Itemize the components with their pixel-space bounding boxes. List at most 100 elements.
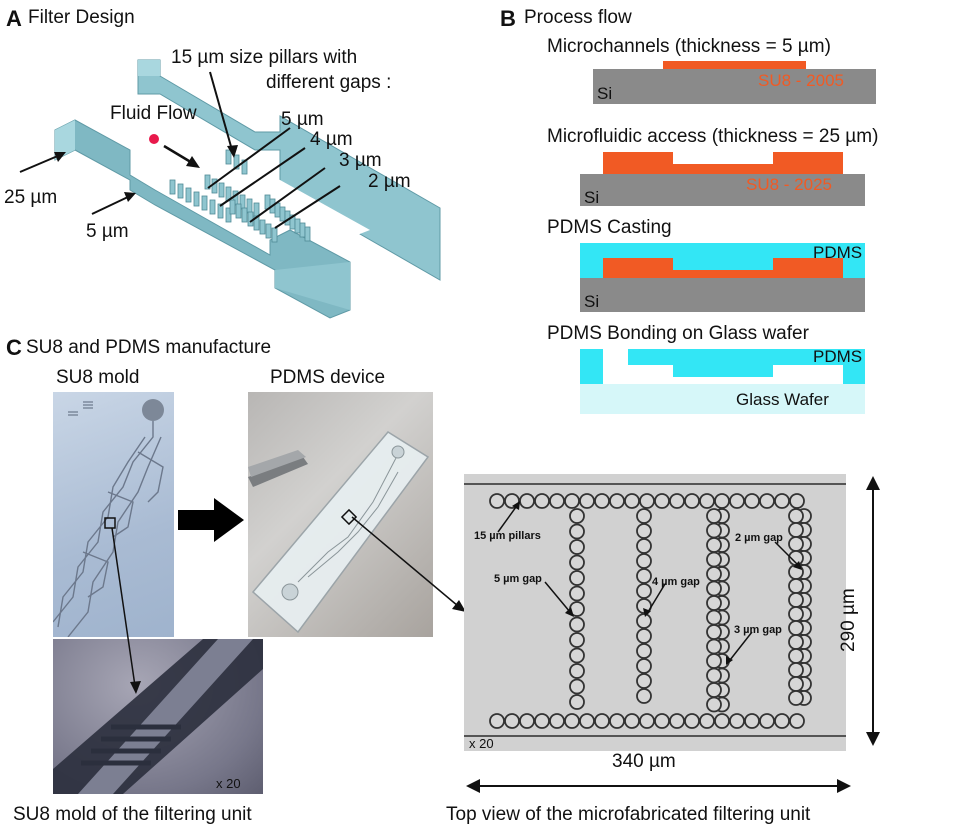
pillar-col-3um-b [706,653,722,669]
pillar-bottom [519,713,535,729]
gap2-pointer [274,185,341,229]
pillar-top [789,493,805,509]
pillar-top [684,493,700,509]
pillar-bottom [789,713,805,729]
step2-si-substrate [580,174,865,206]
step1-si-label: Si [597,84,613,103]
pillar-bottom [759,713,775,729]
pillar-col-3um-b [706,667,722,684]
pillar-top [744,493,760,509]
pillar-top [624,493,640,509]
su8-zoom-photo [53,639,263,794]
gap2-annotation: 2 µm gap [735,532,783,544]
pillar-col-5um [569,508,585,524]
pillar-bottom [534,713,550,729]
pillar-col-3um-b [706,595,722,611]
pillar-bottom [744,713,760,729]
step4-pdms-right [843,349,865,384]
pillar-col-3um-b [706,609,722,626]
front-wall-end [275,262,350,310]
step1-label: Microchannels (thickness = 5 µm) [547,36,831,57]
back-wall [137,59,441,281]
step1-su8-label: SU8 - 2005 [758,71,844,90]
panel-b-title: Process flow [524,7,632,28]
pillars-label-line2: different gaps : [266,72,392,93]
step1-su8-layer [663,61,806,69]
pillar-col-2um-b [788,536,804,552]
pillar-col-2um-b [788,564,804,580]
pillar-col-4um [636,538,652,554]
caption-su8-mold: SU8 mold of the filtering unit [13,804,252,825]
pillar-col-2um-b [788,578,804,594]
pillar-col-5um [569,663,585,679]
pillar-top [534,493,550,509]
step4-pdms-left [580,349,603,384]
step3-su8-channel [603,270,843,278]
height5-pointer [91,195,131,215]
pillar-col-3um-b [706,566,722,582]
pillar-col-3um-b [706,537,722,553]
pillar-top [609,493,625,509]
pillar-bottom [729,713,745,729]
pillar-top [699,493,715,509]
gap3-pointer [249,167,326,223]
pillar-col-2um-b [788,606,804,622]
pillar-col-2um-b [788,662,804,678]
panel-c-title: SU8 and PDMS manufacture [26,337,272,358]
pillar-col-4um [636,508,652,524]
top-view-pillars [464,483,846,737]
pillar-col-5um [569,554,585,571]
height-dimension-arrow [866,476,880,746]
step4-glass-label: Glass Wafer [736,390,829,409]
pillar-col-4um [636,658,652,674]
pillar-col-2um-b [788,522,804,538]
pillar-top [639,493,655,509]
pillar-top [564,493,580,509]
step3-label: PDMS Casting [547,217,672,238]
pillar-bottom [549,713,565,729]
gap5-pointer [207,127,291,189]
pillar-col-2um-b [788,508,804,524]
caption-top-view: Top view of the microfabricated filterin… [446,804,811,825]
step4-pdms-label: PDMS [813,347,863,366]
pillar-col-3um-b [706,551,722,568]
width-dimension-label: 340 µm [612,751,676,772]
pillar-bottom [669,713,685,729]
step4-glass-wafer [580,384,865,414]
pillar-bottom [654,713,670,729]
step2-si-label: Si [584,188,600,207]
step2-label: Microfluidic access (thickness = 25 µm) [547,126,879,147]
height25-label: 25 µm [4,187,58,208]
pillar-top [519,493,535,509]
pillar-bottom [684,713,700,729]
height5-pointer-head [124,192,136,202]
step3-pdms-label: PDMS [813,243,863,262]
pillar-bottom [639,713,655,729]
panel-a-title: Filter Design [28,7,135,28]
gap5-label: 5 µm [281,109,324,130]
pillars-pointer [209,71,233,151]
pillar-bottom [564,713,580,729]
pillar-bottom [714,713,730,729]
panel-a-letter: A [6,6,22,31]
width-dimension-arrow [466,779,851,793]
pillar-col-3um-b [706,522,722,539]
pdms-device-label: PDMS device [270,367,386,388]
pillar-col-4um [636,673,652,689]
pillar-col-4um [636,523,652,539]
step4-label: PDMS Bonding on Glass wafer [547,323,809,344]
front-wall-top [55,120,75,160]
height-dimension-label: 290 µm [838,588,859,652]
pillar-col-3um-b [706,624,722,640]
gap5-annotation: 5 µm gap [494,573,542,585]
pillar-col-4um [636,598,652,614]
fluid-drop [149,134,159,144]
pillar-top [504,493,520,509]
pillar-top [729,493,745,509]
pillar-col-2um-b [788,676,804,692]
pillar-col-4um [636,628,652,644]
fluid-flow-label: Fluid Flow [110,103,197,124]
pillar-col-4um [636,553,652,569]
pdms-device-drawing [248,431,430,634]
pillar-col-4um [636,688,652,704]
